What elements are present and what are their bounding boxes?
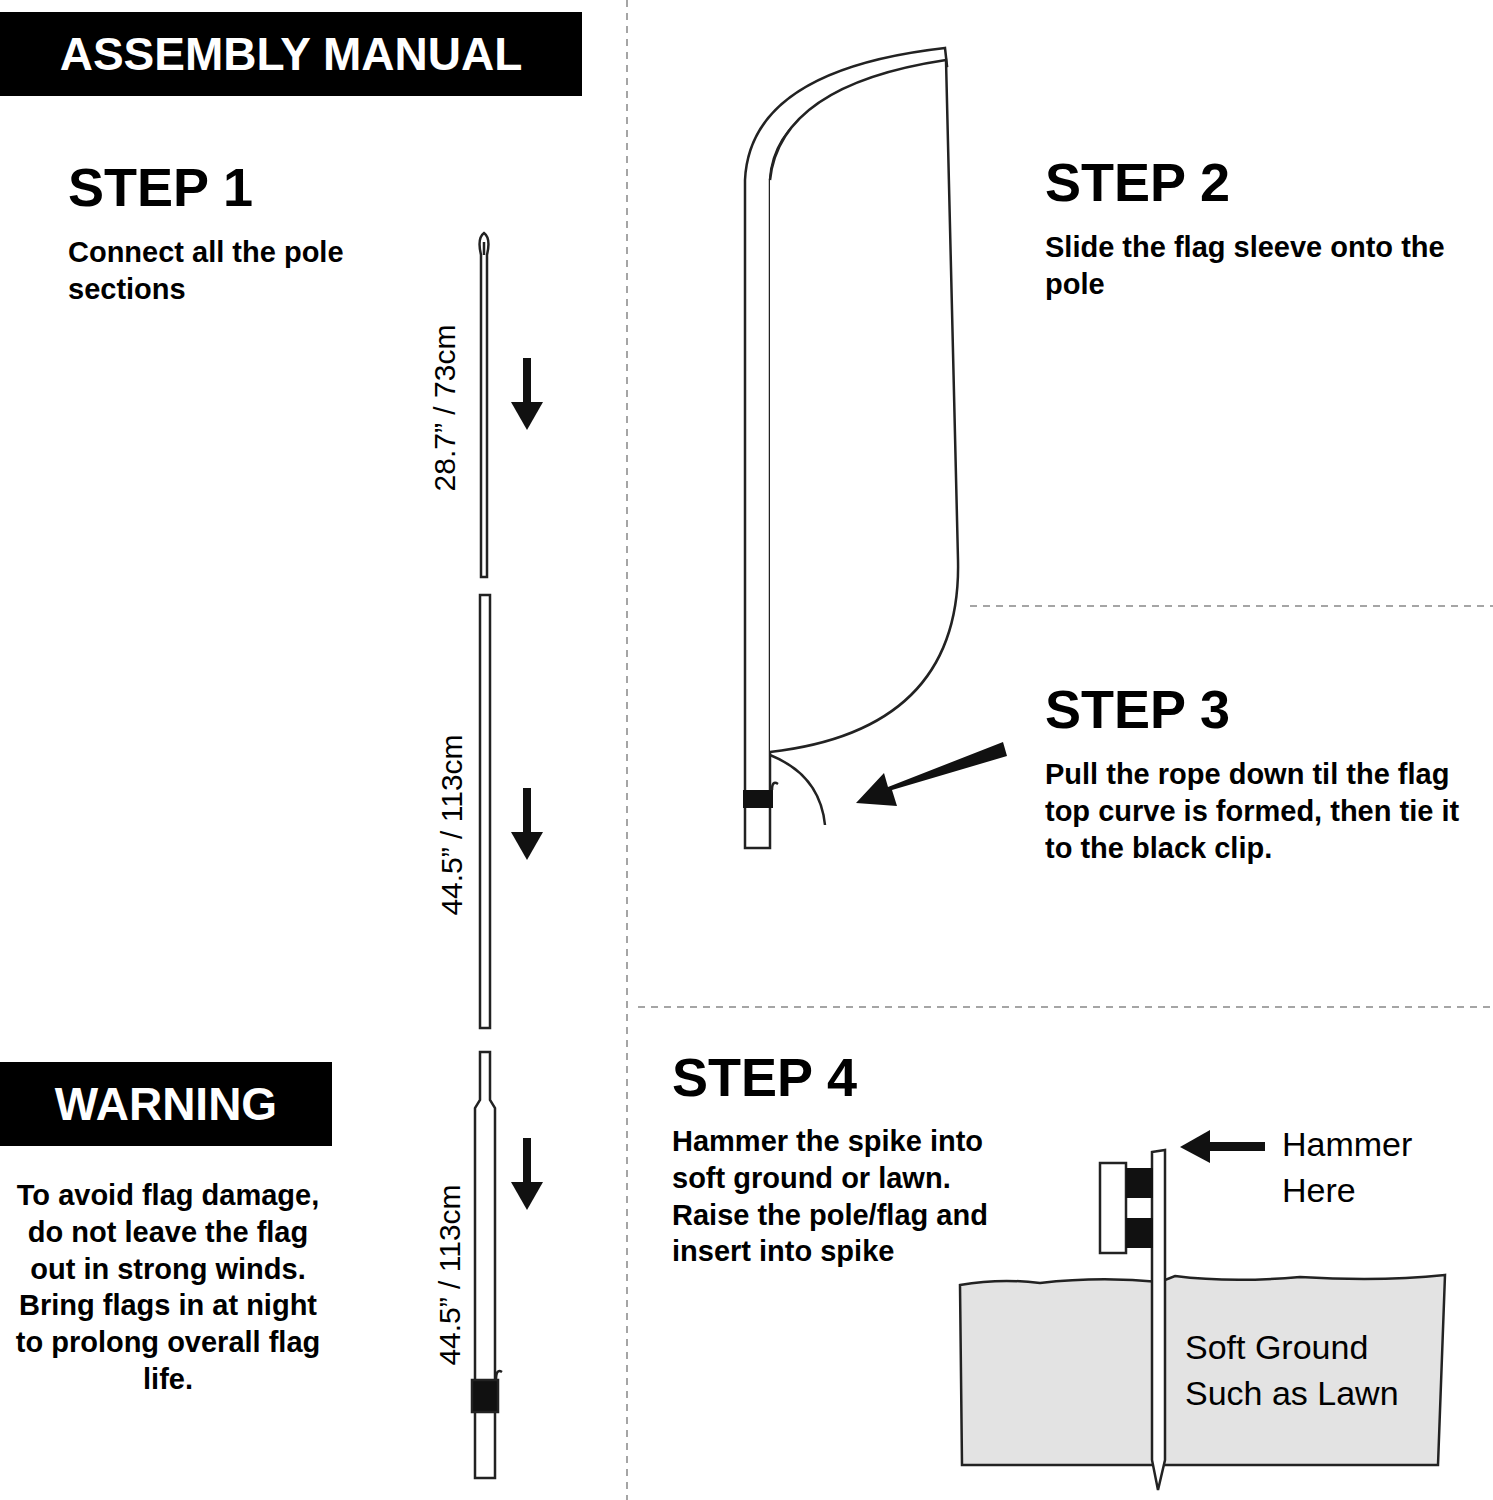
step-heading: STEP 3 xyxy=(1045,677,1445,742)
down-arrows xyxy=(511,358,543,1210)
step-heading: STEP 1 xyxy=(68,155,468,220)
callout-text: Hammer Here xyxy=(1282,1122,1452,1214)
step-heading: STEP 2 xyxy=(1045,150,1445,215)
step-text: Connect all the pole sections xyxy=(68,234,368,308)
ground-label: Soft Ground Such as Lawn xyxy=(1185,1325,1425,1417)
rope-arrow xyxy=(856,742,1007,806)
warning-banner: WARNING xyxy=(0,1062,332,1146)
dimension: 44.5” / 113cm xyxy=(434,695,470,955)
step-text: Hammer the spike into soft ground or law… xyxy=(672,1123,1002,1270)
warning-text: To avoid flag damage, do not leave the f… xyxy=(8,1177,328,1398)
spike-drawing xyxy=(960,1130,1445,1490)
divider-lines xyxy=(627,0,1493,1500)
dimension: 28.7” / 73cm xyxy=(427,278,463,538)
title-banner: ASSEMBLY MANUAL xyxy=(0,12,582,96)
banner-text: WARNING xyxy=(55,1077,277,1131)
step-text: Pull the rope down til the flag top curv… xyxy=(1045,756,1465,866)
dimension: 44.5” / 113cm xyxy=(432,1145,468,1405)
pole-sections xyxy=(472,233,502,1478)
banner-text: ASSEMBLY MANUAL xyxy=(60,27,523,81)
flag-drawing xyxy=(743,48,958,848)
step-text: Slide the flag sleeve onto the pole xyxy=(1045,229,1465,303)
step-heading: STEP 4 xyxy=(672,1045,1072,1110)
